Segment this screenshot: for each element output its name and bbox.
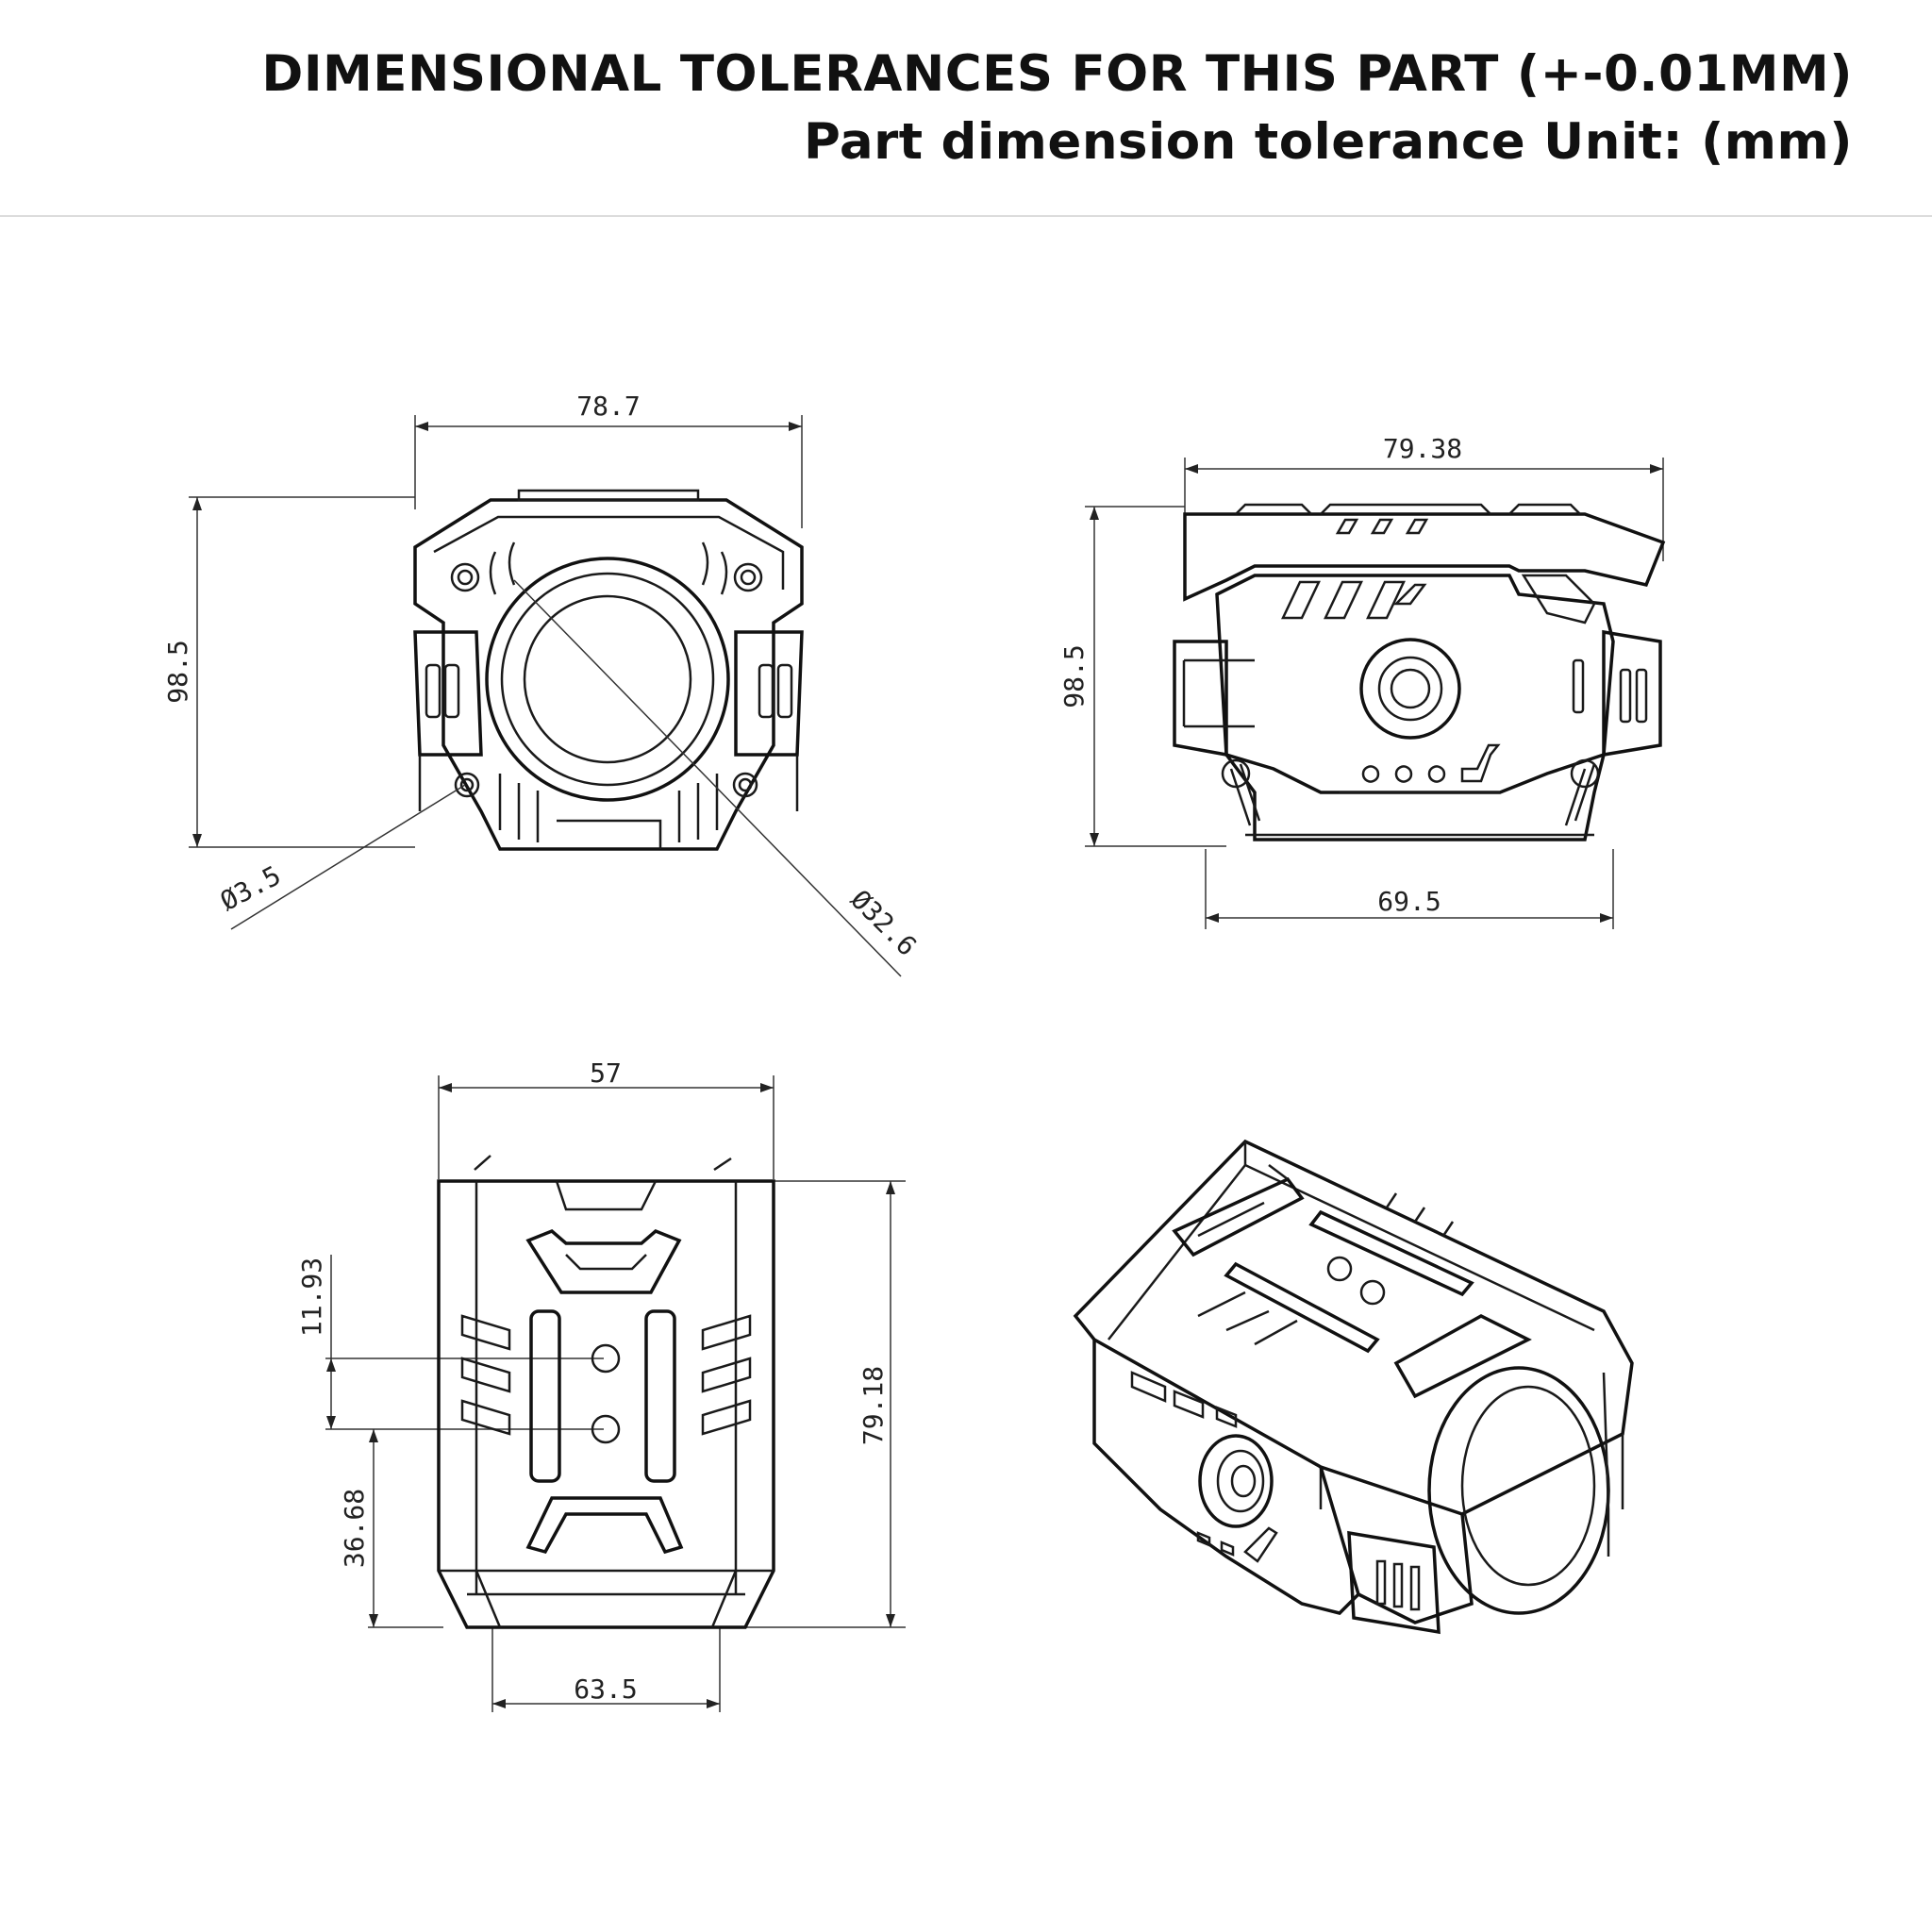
front-hole-dia-label: Ø3.5 xyxy=(215,859,286,917)
front-lens-dia-label: Ø32.6 xyxy=(844,884,923,962)
side-height-label: 98.5 xyxy=(1058,644,1090,708)
top-width-label: 57 xyxy=(590,1058,622,1089)
top-hole-offset-label: 36.68 xyxy=(339,1489,370,1568)
page-subtitle: Part dimension tolerance Unit: (mm) xyxy=(803,113,1853,171)
page-title: DIMENSIONAL TOLERANCES FOR THIS PART (+-… xyxy=(261,45,1853,103)
side-bottom-width-label: 69.5 xyxy=(1377,886,1441,917)
front-height-label: 98.5 xyxy=(162,640,193,703)
header: DIMENSIONAL TOLERANCES FOR THIS PART (+-… xyxy=(0,0,1932,217)
top-length-label: 79.18 xyxy=(858,1366,889,1445)
top-hole-spacing-label: 11.93 xyxy=(296,1257,327,1337)
side-view: 79.38 98.5 69.5 xyxy=(1058,433,1666,929)
front-view: 78.7 98.5 Ø3.5 Ø3 xyxy=(162,391,923,977)
top-bottom-width-label: 63.5 xyxy=(574,1674,637,1705)
top-view: 57 79.18 11.93 36.68 63.5 xyxy=(296,1058,906,1712)
side-top-width-label: 79.38 xyxy=(1383,433,1462,464)
front-width-label: 78.7 xyxy=(576,391,640,422)
isometric-view xyxy=(1073,1139,1634,1635)
